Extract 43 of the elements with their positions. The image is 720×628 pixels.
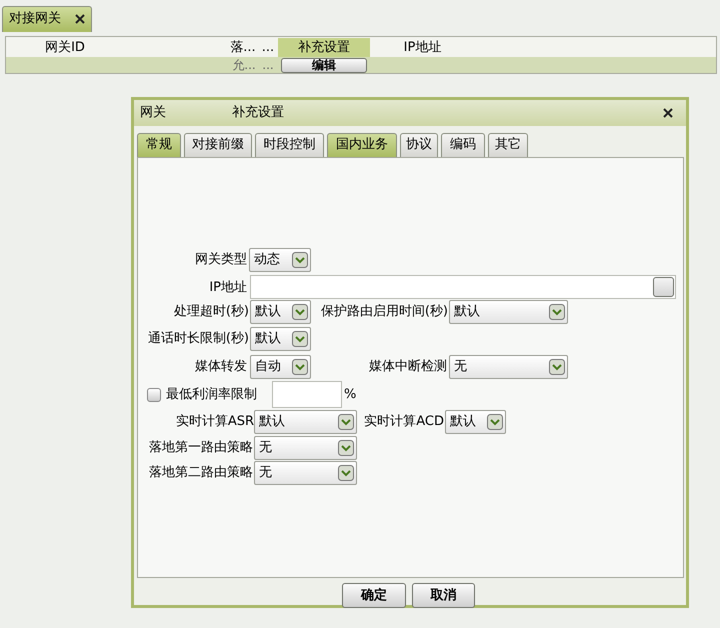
- column-header: IP地址: [402, 39, 442, 57]
- field-label: 实时计算ASR: [174, 413, 254, 431]
- dropdown: 默认: [254, 410, 357, 434]
- field-label: 媒体转发: [194, 358, 247, 376]
- field-label: 保护路由启用时间(秒): [320, 303, 448, 321]
- ok-button: 确定: [342, 583, 406, 608]
- dropdown: 默认: [250, 327, 311, 351]
- tab: 对接前缀: [184, 133, 252, 157]
- field-label: 处理超时(秒): [172, 303, 249, 321]
- column-header: 网关ID: [44, 39, 86, 57]
- edit-button: 编辑: [281, 58, 367, 73]
- field-label: 落地第二路由策略: [148, 464, 253, 482]
- dropdown: 默认: [449, 300, 568, 324]
- table-cell-text: ...: [261, 57, 275, 73]
- column-header: 落...: [229, 39, 257, 57]
- column-header: ...: [260, 39, 276, 57]
- field-label: 落地第一路由策略: [148, 439, 253, 457]
- column-header: 补充设置: [278, 38, 370, 57]
- field-label: 通话时长限制(秒): [146, 330, 249, 348]
- dropdown: 动态: [249, 248, 311, 272]
- dialog-title: 补充设置: [232, 104, 285, 122]
- dropdown: 自动: [250, 355, 311, 379]
- dropdown: 无: [449, 355, 568, 379]
- tab: 常规: [137, 133, 181, 157]
- field-label: 媒体中断检测: [368, 358, 447, 376]
- tab: 协议: [400, 133, 438, 157]
- dropdown: 无: [254, 461, 357, 485]
- table-cell-text: 允...: [231, 57, 257, 73]
- tab: 国内业务: [327, 133, 397, 157]
- field-label: IP地址: [208, 279, 247, 297]
- dialog-title: 网关: [140, 104, 167, 122]
- checkbox-label: 最低利润率限制: [166, 386, 258, 404]
- tab: 编码: [441, 133, 485, 157]
- field-label: 实时计算ACD: [363, 413, 444, 431]
- tab: 时段控制: [255, 133, 324, 157]
- dropdown: 无: [254, 436, 357, 460]
- field-label: 网关类型: [194, 251, 247, 269]
- cancel-button: 取消: [412, 583, 475, 608]
- tab: 其它: [488, 133, 528, 157]
- dropdown: 默认: [250, 300, 311, 324]
- unit-label: %: [344, 386, 358, 404]
- tab: 对接网关: [2, 6, 92, 32]
- dropdown: 默认: [445, 410, 506, 434]
